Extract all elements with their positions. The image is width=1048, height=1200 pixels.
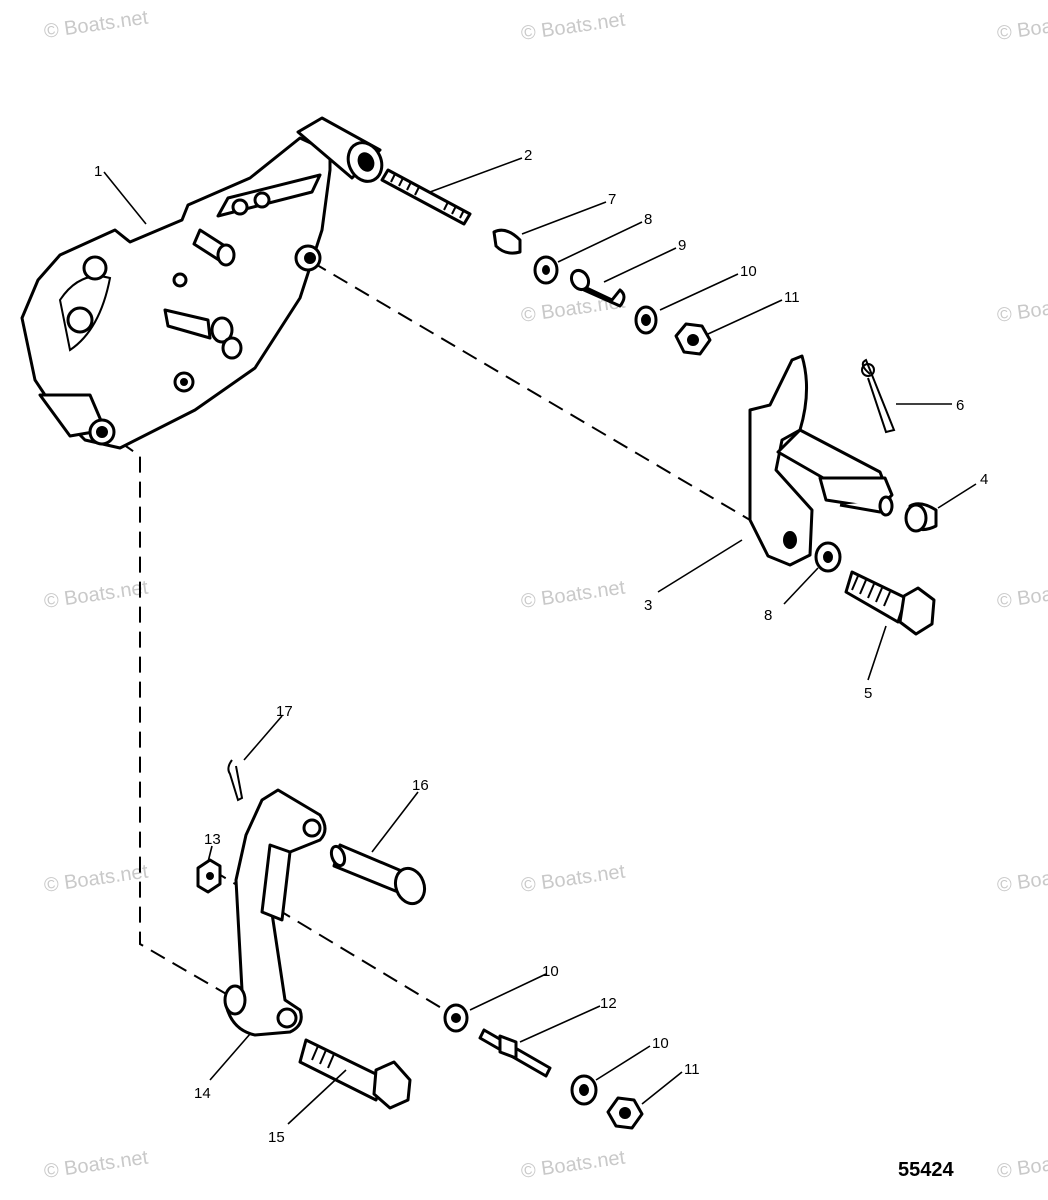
watermark: © Boats.net [996,291,1048,327]
callout-10-lower: 10 [652,1035,669,1052]
part-5-bolt [844,570,936,636]
watermark: © Boats.net [520,577,627,613]
assembly-line-link-to-washer [211,869,449,1013]
leader-10-lower [595,1045,651,1081]
callout-10-top: 10 [740,263,757,280]
part-12-stud [478,1028,552,1078]
callout-17: 17 [276,703,293,720]
assembly-lines [119,261,751,1013]
leader-14 [209,1033,251,1081]
part-7-spring [492,228,522,255]
leader-8-top [557,221,643,263]
assembly-line-bracket-to-link [119,441,229,996]
part-13-bushing [196,858,222,894]
callout-11-lower: 11 [684,1061,700,1078]
leader-9 [603,247,677,283]
watermark: © Boats.net [43,7,150,43]
callout-12: 12 [600,995,617,1012]
callout-1: 1 [94,163,102,180]
leader-11-lower [641,1071,683,1105]
part-16-clevis-pin [329,843,427,906]
leader-7 [521,201,607,235]
part-8-washer-top [533,255,559,285]
part-6-cotter-pin [861,358,896,434]
watermark: © Boats.net [520,291,627,327]
watermark: © Boats.net [43,861,150,897]
leader-10-top [659,273,739,311]
callout-14: 14 [194,1085,211,1102]
part-14-link [223,788,327,1037]
watermark: © Boats.net [996,861,1048,897]
callout-16: 16 [412,777,429,794]
leader-1 [103,171,147,225]
part-9-pin [569,268,626,308]
watermark: © Boats.net [996,1147,1048,1183]
part-10-washer-lower [570,1074,598,1106]
watermark: © Boats.net [520,9,627,45]
callout-15: 15 [268,1129,285,1146]
callout-8-lower: 8 [764,607,772,624]
part-11-nut-lower [606,1096,644,1130]
leader-lines [103,157,977,1125]
callout-13: 13 [204,831,221,848]
callout-8-top: 8 [644,211,652,228]
part-3-lever [748,354,894,567]
leader-3 [657,539,743,593]
leader-11-top [707,299,783,335]
leader-17 [243,715,283,761]
part-1-bracket [20,116,384,450]
part-8-washer-lower [814,541,842,573]
watermark: © Boats.net [996,9,1048,45]
part-10-washer-top [634,305,658,335]
part-10-washer-middle [443,1003,469,1033]
leader-2 [429,157,523,193]
callout-2: 2 [524,147,532,164]
callout-7: 7 [608,191,616,208]
watermark: © Boats.net [43,577,150,613]
leader-16 [371,791,419,853]
part-2-stud [380,168,472,226]
part-15-shoulder-bolt [298,1038,412,1110]
callout-3: 3 [644,597,652,614]
part-17-cotter-pin [227,759,244,802]
callout-11-top: 11 [784,289,800,306]
watermark: © Boats.net [996,577,1048,613]
part-11-nut-top [674,322,712,356]
watermark: © Boats.net [43,1147,150,1183]
leader-12 [519,1005,601,1043]
part-4-cap [904,502,938,533]
assembly-line-bracket-to-lever [311,261,751,521]
leader-8-lower [783,567,819,605]
leader-5 [867,625,887,681]
figure-number: 55424 [898,1159,954,1181]
watermark: © Boats.net [520,1147,627,1183]
callout-4: 4 [980,471,988,488]
leader-13 [207,845,213,863]
callout-6: 6 [956,397,964,414]
leader-15 [287,1069,347,1125]
leader-10-middle [469,973,547,1011]
callout-labels: 1 2 3 4 5 6 7 8 8 9 10 10 10 11 11 12 13… [94,147,988,1146]
watermark: © Boats.net [520,861,627,897]
callout-10-middle: 10 [542,963,559,980]
leader-4 [937,483,977,509]
callout-9: 9 [678,237,686,254]
callout-5: 5 [864,685,872,702]
